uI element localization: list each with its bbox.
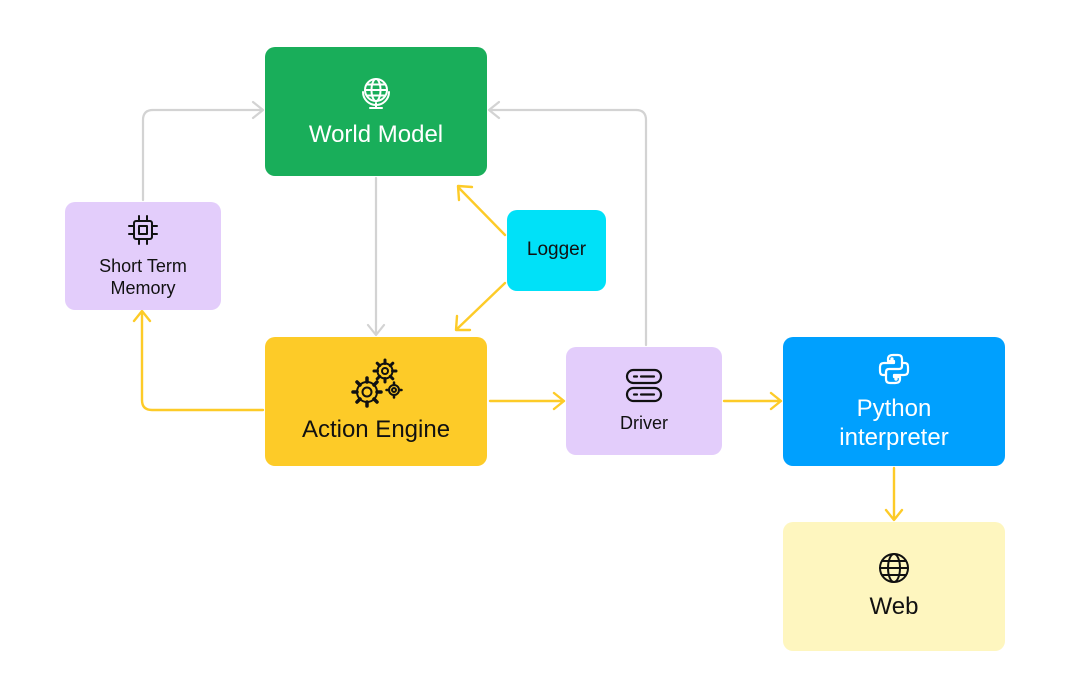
python-icon xyxy=(878,353,910,384)
logger-node: Logger xyxy=(507,210,606,291)
edge-driver-to-world-model xyxy=(487,100,648,347)
world-model-label: World Model xyxy=(308,121,444,149)
edge-stm-to-world-model xyxy=(141,100,265,202)
driver-label: Driver xyxy=(620,413,668,434)
gears-icon xyxy=(351,358,403,408)
world-model-node: World Model xyxy=(265,47,487,176)
python-interpreter-label: Python interpreter xyxy=(839,394,949,451)
logger-label: Logger xyxy=(526,239,587,261)
edge-world-model-to-action-engine xyxy=(366,176,386,337)
server-icon xyxy=(625,369,663,403)
python-interpreter-node: Python interpreter xyxy=(783,337,1005,466)
edge-logger-to-action-engine xyxy=(454,281,507,332)
web-label: Web xyxy=(869,593,919,621)
edge-action-engine-to-driver xyxy=(488,391,566,411)
edge-logger-to-world-model xyxy=(456,184,507,237)
action-engine-label: Action Engine xyxy=(301,416,451,444)
edge-action-engine-to-stm xyxy=(132,309,265,412)
short-term-memory-label: Short Term Memory xyxy=(99,256,187,298)
globe-stand-icon xyxy=(362,78,390,110)
globe-icon xyxy=(879,553,909,584)
driver-node: Driver xyxy=(566,347,722,455)
action-engine-node: Action Engine xyxy=(265,337,487,466)
web-node: Web xyxy=(783,522,1005,651)
edge-python-to-web xyxy=(884,466,904,522)
short-term-memory-node: Short Term Memory xyxy=(65,202,221,310)
cpu-chip-icon xyxy=(128,215,158,246)
edge-driver-to-python xyxy=(722,391,783,411)
